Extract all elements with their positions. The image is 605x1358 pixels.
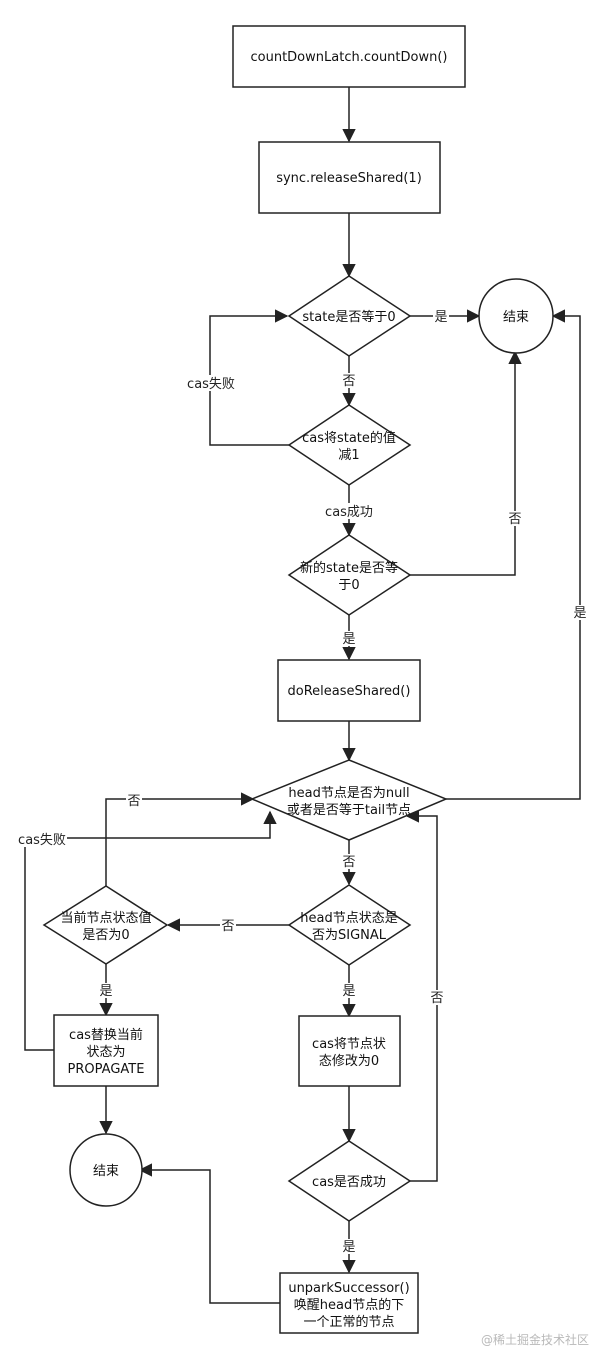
label-cas-ok-no: 否 bbox=[430, 991, 443, 1006]
edge-unpark-to-end bbox=[138, 1163, 280, 1304]
text-release-shared: sync.releaseShared(1) bbox=[276, 171, 422, 186]
text-head-null-line2: 或者是否等于tail节点 bbox=[287, 802, 411, 818]
text-end-top: 结束 bbox=[503, 310, 529, 325]
text-new-state-line2: 于0 bbox=[338, 578, 359, 593]
watermark: @稀土掘金技术社区 bbox=[480, 1333, 589, 1347]
text-cas-node-line1: cas将节点状 bbox=[312, 1037, 386, 1052]
node-end-top-circle bbox=[478, 278, 554, 354]
text-do-release: doReleaseShared() bbox=[288, 684, 411, 699]
edges bbox=[24, 87, 581, 1304]
label-cas-ok-yes: 是 bbox=[342, 1240, 355, 1255]
node-cur-zero-diamond bbox=[42, 885, 169, 965]
text-cur-zero-line1: 当前节点状态值 bbox=[60, 910, 151, 926]
text-cas-dec-line2: 减1 bbox=[338, 448, 359, 463]
node-cas-ok-diamond bbox=[287, 1140, 412, 1222]
text-unpark-line1: unparkSuccessor() bbox=[288, 1281, 409, 1296]
label-state-yes: 是 bbox=[434, 310, 447, 325]
label-head-no: 否 bbox=[342, 855, 355, 870]
label-new-state-no: 否 bbox=[508, 512, 521, 527]
node-signal-diamond bbox=[287, 884, 412, 966]
label-state-no: 否 bbox=[342, 374, 355, 389]
node-do-release-box bbox=[277, 659, 421, 722]
label-cas-fail-top: cas失败 bbox=[187, 377, 235, 392]
edge-newstate-no-to-end bbox=[410, 350, 522, 576]
node-cas-dec-diamond bbox=[287, 404, 412, 486]
text-end-bottom: 结束 bbox=[93, 1164, 119, 1179]
label-cas-success: cas成功 bbox=[325, 505, 373, 520]
text-signal-line1: head节点状态是 bbox=[300, 911, 397, 926]
node-cas-prop-box bbox=[53, 1014, 159, 1087]
text-cas-prop-line2: 状态为 bbox=[86, 1045, 125, 1060]
text-cas-prop-line1: cas替换当前 bbox=[69, 1027, 143, 1043]
node-unpark-box bbox=[279, 1272, 419, 1334]
text-countdown: countDownLatch.countDown() bbox=[251, 50, 448, 65]
text-cur-zero-line2: 是否为0 bbox=[82, 928, 129, 943]
text-new-state-line1: 新的state是否等 bbox=[300, 560, 398, 576]
text-signal-line2: 否为SIGNAL bbox=[312, 928, 387, 943]
text-cas-dec-line1: cas将state的值 bbox=[302, 430, 396, 446]
text-state-zero: state是否等于0 bbox=[302, 309, 395, 325]
edge-label-backgrounds bbox=[17, 309, 588, 1254]
edge-head-yes-to-end bbox=[446, 309, 581, 800]
node-head-null-diamond bbox=[250, 759, 448, 841]
text-cas-ok: cas是否成功 bbox=[312, 1175, 386, 1190]
nodes bbox=[42, 25, 554, 1334]
label-cur-yes: 是 bbox=[99, 984, 112, 999]
text-head-null-line1: head节点是否为null bbox=[288, 786, 409, 801]
node-countdown-box bbox=[232, 25, 466, 88]
node-release-shared-box bbox=[258, 141, 441, 214]
text-cas-prop-line3: PROPAGATE bbox=[68, 1062, 145, 1077]
label-new-state-yes: 是 bbox=[342, 632, 355, 647]
edge-cur-no-to-head bbox=[105, 792, 255, 886]
label-cur-no: 否 bbox=[127, 794, 140, 809]
node-end-bottom-circle bbox=[69, 1133, 143, 1207]
edge-labels: 是 否 cas失败 cas成功 否 是 是 否 否 否 cas失败 是 是 否 … bbox=[18, 310, 586, 1255]
text-unpark-line2: 唤醒head节点的下 bbox=[294, 1297, 404, 1313]
node-cas-node-box bbox=[298, 1015, 401, 1087]
node-new-state-diamond bbox=[287, 534, 412, 616]
node-texts: countDownLatch.countDown() sync.releaseS… bbox=[60, 50, 529, 1330]
label-cas-fail-bottom: cas失败 bbox=[18, 833, 66, 848]
text-unpark-line3: 一个正常的节点 bbox=[303, 1314, 394, 1330]
text-cas-node-line2: 态修改为0 bbox=[319, 1054, 379, 1069]
label-signal-no: 否 bbox=[221, 919, 234, 934]
node-state-zero-diamond bbox=[287, 275, 412, 357]
label-head-yes: 是 bbox=[573, 606, 586, 621]
label-signal-yes: 是 bbox=[342, 984, 355, 999]
